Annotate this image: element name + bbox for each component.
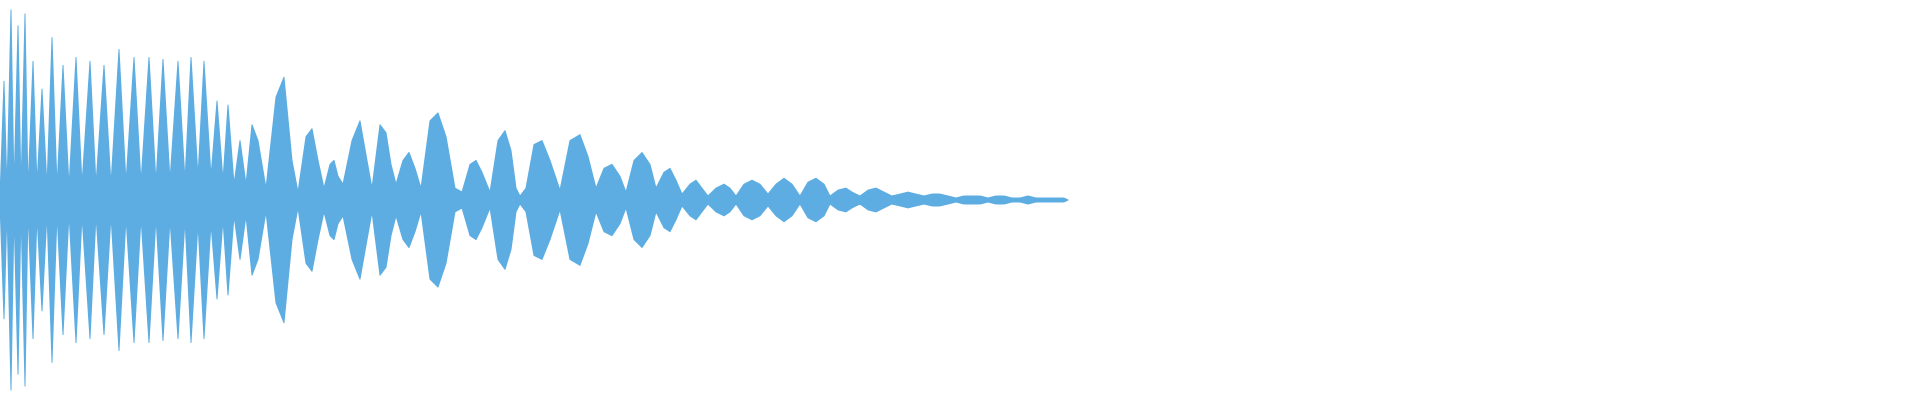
waveform-series xyxy=(0,9,1069,391)
